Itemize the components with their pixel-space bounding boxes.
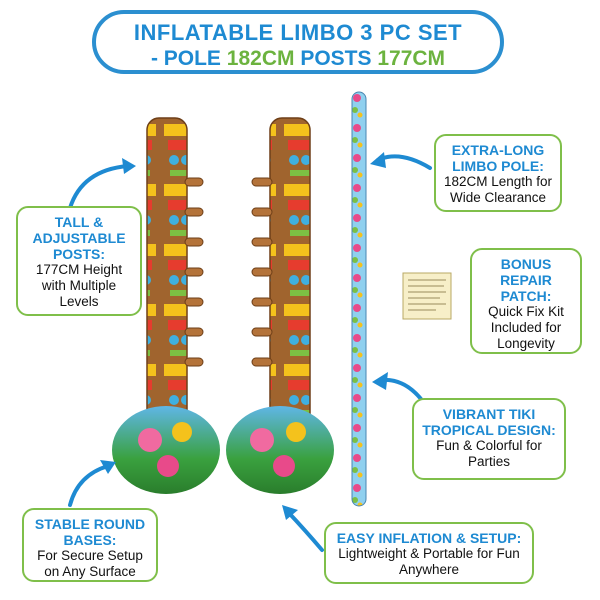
left-post (112, 117, 220, 494)
arrow-inflation (286, 510, 324, 552)
arrowhead-design (372, 372, 388, 390)
right-post (226, 117, 334, 494)
callout-design-heading: VIBRANT TIKI TROPICAL DESIGN: (422, 406, 556, 438)
callout-inflation-body: Lightweight & Portable for Fun Anywhere (338, 546, 520, 577)
limbo-pole (351, 91, 367, 507)
callout-patch-heading: BONUS REPAIR PATCH: (500, 256, 552, 304)
arrowhead-inflation (282, 505, 298, 520)
arrowhead-bases (100, 460, 116, 474)
callout-posts-body: 177CM Height with Multiple Levels (35, 262, 123, 309)
callout-posts-heading: TALL & ADJUSTABLE POSTS: (32, 214, 126, 262)
arrowhead-posts (122, 158, 136, 174)
arrowhead-pole (370, 152, 386, 168)
pole-length: 182CM (226, 47, 295, 70)
post-height: 177CM (377, 47, 446, 70)
callout-bases: STABLE ROUND BASES: For Secure Setup on … (22, 508, 158, 582)
repair-patch (402, 272, 452, 320)
callout-patch: BONUS REPAIR PATCH: Quick Fix Kit Includ… (470, 248, 582, 354)
callout-bases-heading: STABLE ROUND BASES: (34, 516, 146, 548)
callout-design: VIBRANT TIKI TROPICAL DESIGN: Fun & Colo… (412, 398, 566, 480)
arrow-posts (68, 164, 130, 210)
callout-bases-body: For Secure Setup on Any Surface (37, 548, 143, 579)
callout-patch-body: Quick Fix Kit Included for Longevity (488, 304, 564, 351)
callout-pole: EXTRA-LONG LIMBO POLE: 182CM Length for … (434, 134, 562, 212)
arrow-bases (68, 464, 110, 507)
title-banner: INFLATABLE LIMBO 3 PC SET - POLE 182CM P… (92, 10, 504, 74)
callout-posts: TALL & ADJUSTABLE POSTS: 177CM Height wi… (16, 206, 142, 316)
callout-pole-body: 182CM Length for Wide Clearance (443, 174, 553, 205)
title-prefix: - POLE (150, 47, 227, 70)
title-line-1: INFLATABLE LIMBO 3 PC SET (133, 20, 463, 45)
callout-inflation: EASY INFLATION & SETUP: Lightweight & Po… (324, 522, 534, 584)
arrow-pole (376, 154, 432, 170)
title-posts-word: POSTS (294, 47, 378, 70)
callout-inflation-heading: EASY INFLATION & SETUP: (336, 530, 522, 546)
title-line-2: - POLE 182CM POSTS 177CM (96, 47, 500, 71)
callout-design-body: Fun & Colorful for Parties (436, 438, 542, 469)
callout-pole-heading: EXTRA-LONG LIMBO POLE: (451, 142, 545, 174)
